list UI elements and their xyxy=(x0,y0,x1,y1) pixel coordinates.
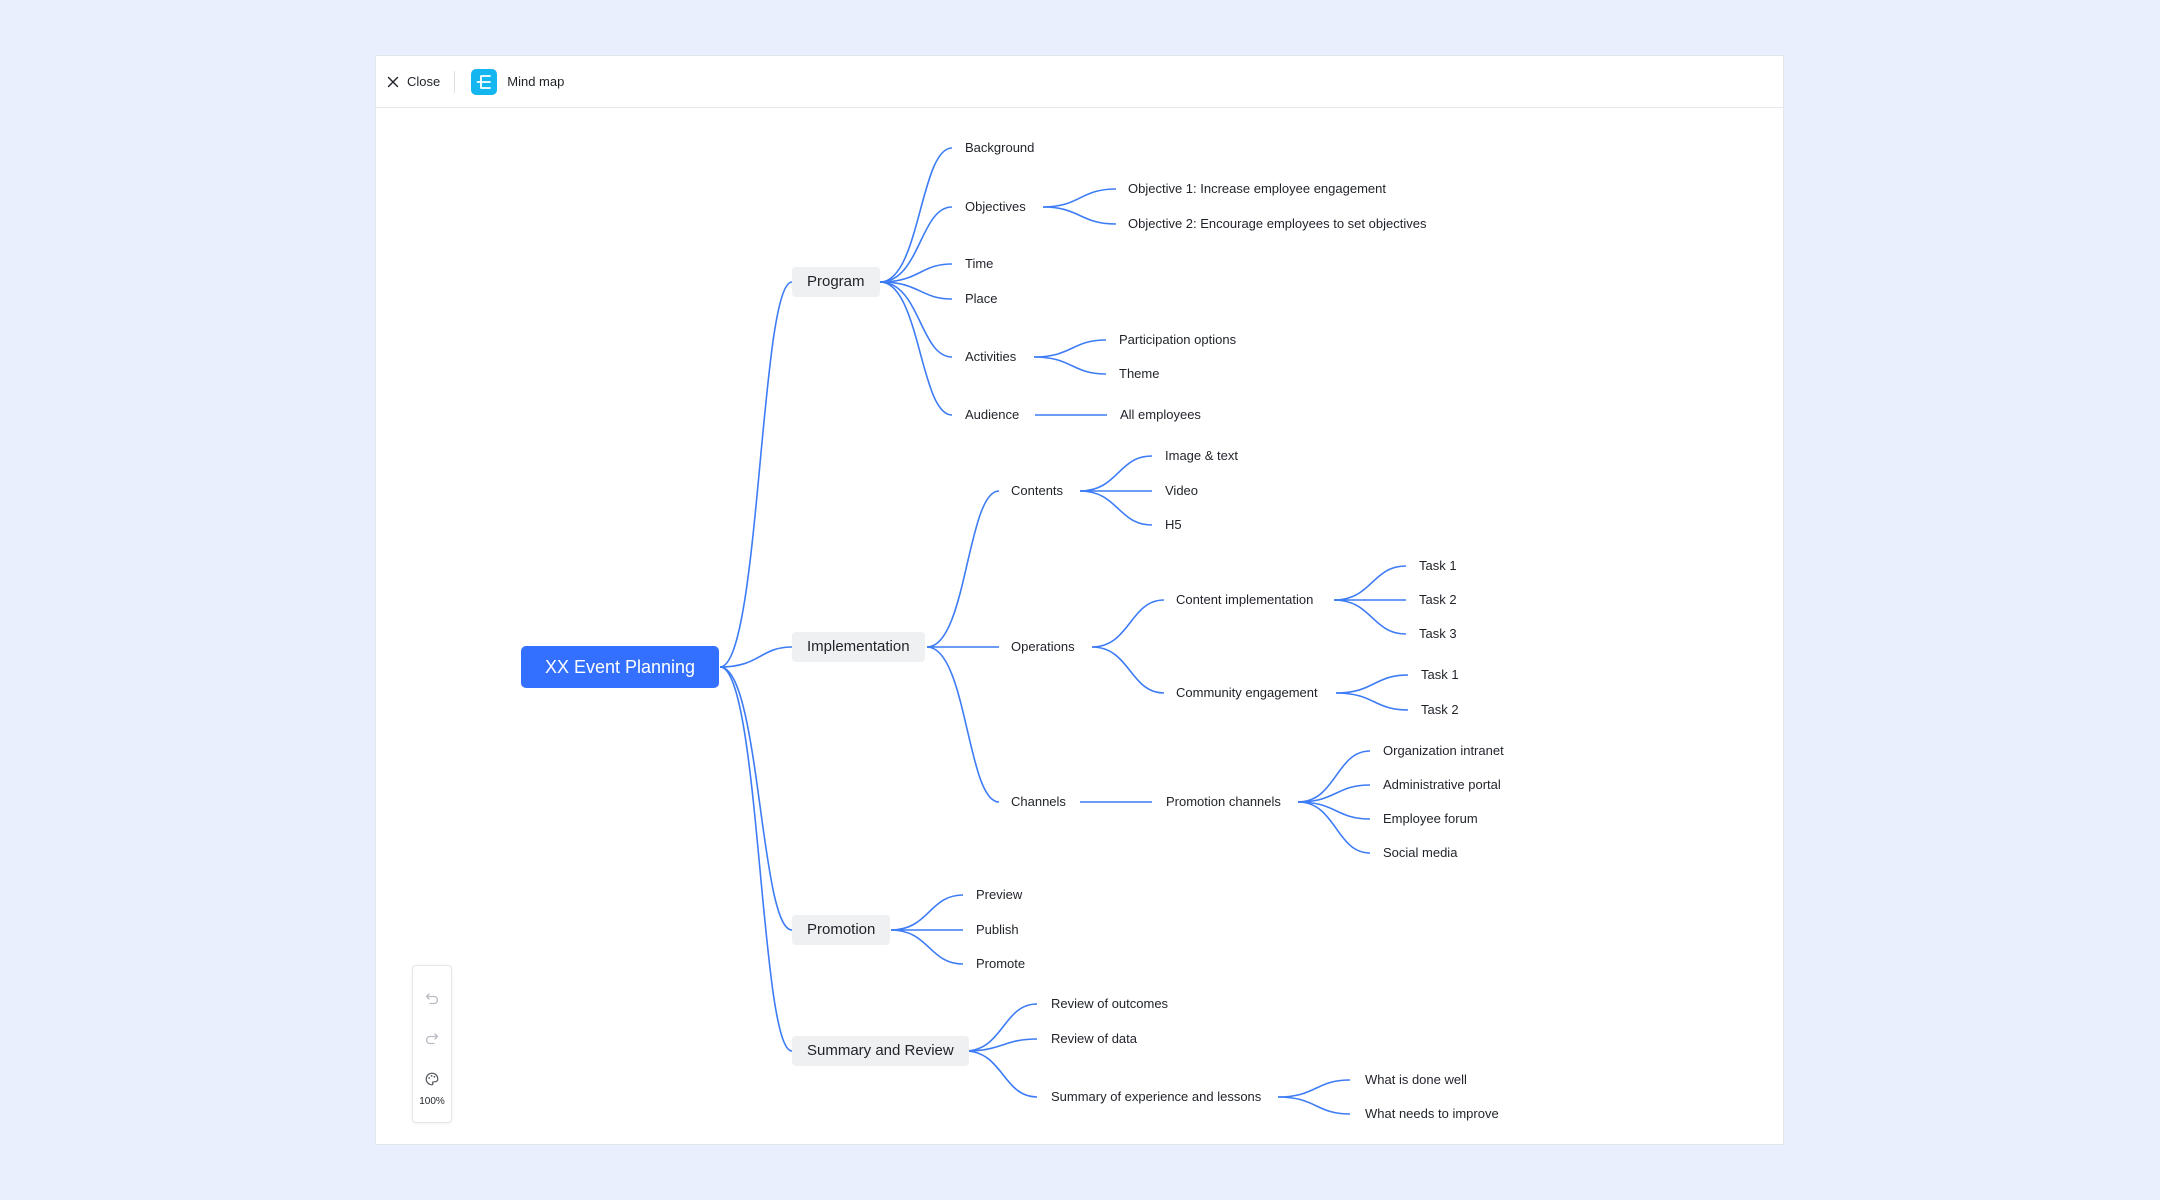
undo-icon xyxy=(425,993,439,1005)
node-video[interactable]: Video xyxy=(1165,483,1199,498)
close-label: Close xyxy=(407,74,441,89)
top-bar: Close Mind map xyxy=(376,56,1783,108)
node-objective-1[interactable]: Objective 1: Increase employee engagemen… xyxy=(1128,181,1386,196)
node-summary-lessons[interactable]: Summary of experience and lessons xyxy=(1051,1089,1262,1104)
node-content-implementation[interactable]: Content implementation xyxy=(1176,592,1314,607)
node-employee-forum[interactable]: Employee forum xyxy=(1383,811,1478,826)
node-channels[interactable]: Channels xyxy=(1011,794,1066,809)
node-task[interactable]: Task 1 xyxy=(1421,667,1459,682)
node-publish[interactable]: Publish xyxy=(976,922,1019,937)
node-objective-2[interactable]: Objective 2: Encourage employees to set … xyxy=(1128,216,1427,231)
divider xyxy=(454,70,456,93)
node-promotion[interactable]: Promotion xyxy=(792,915,891,945)
redo-icon xyxy=(425,1033,439,1045)
node-implementation[interactable]: Implementation xyxy=(792,632,925,662)
node-summary-review[interactable]: Summary and Review xyxy=(792,1036,969,1066)
node-social-media[interactable]: Social media xyxy=(1383,845,1458,860)
node-place[interactable]: Place xyxy=(965,291,998,306)
node-program[interactable]: Program xyxy=(792,267,880,297)
app-title: Mind map xyxy=(507,74,565,89)
node-operations[interactable]: Operations xyxy=(1011,639,1075,654)
node-theme[interactable]: Theme xyxy=(1119,366,1160,381)
node-community-engagement[interactable]: Community engagement xyxy=(1176,685,1318,700)
node-h5[interactable]: H5 xyxy=(1165,517,1182,532)
node-task[interactable]: Task 2 xyxy=(1419,592,1457,607)
node-organization-intranet[interactable]: Organization intranet xyxy=(1383,743,1504,758)
node-administrative-portal[interactable]: Administrative portal xyxy=(1383,777,1501,792)
node-time[interactable]: Time xyxy=(965,256,994,271)
style-button[interactable] xyxy=(413,1065,451,1093)
node-task[interactable]: Task 1 xyxy=(1419,558,1457,573)
node-background[interactable]: Background xyxy=(965,140,1035,155)
zoom-level[interactable]: 100% xyxy=(419,1096,445,1107)
node-objectives[interactable]: Objectives xyxy=(965,199,1026,214)
canvas-toolbar: 100% xyxy=(412,965,452,1123)
root-node[interactable]: XX Event Planning xyxy=(521,646,719,688)
node-review-outcomes[interactable]: Review of outcomes xyxy=(1051,996,1169,1011)
mindmap-window: Close Mind map xyxy=(375,55,1784,1145)
mindmap-icon xyxy=(471,68,498,95)
undo-button[interactable] xyxy=(413,984,451,1012)
redo-button[interactable] xyxy=(413,1024,451,1052)
node-contents[interactable]: Contents xyxy=(1011,483,1064,498)
node-needs-improve[interactable]: What needs to improve xyxy=(1365,1106,1499,1121)
node-image-text[interactable]: Image & text xyxy=(1165,448,1238,463)
node-preview[interactable]: Preview xyxy=(976,887,1023,902)
close-icon xyxy=(387,76,399,87)
node-promotion-channels[interactable]: Promotion channels xyxy=(1166,794,1281,809)
node-done-well[interactable]: What is done well xyxy=(1365,1072,1467,1087)
close-button[interactable]: Close xyxy=(386,67,440,97)
node-task[interactable]: Task 2 xyxy=(1421,702,1459,717)
node-audience[interactable]: Audience xyxy=(965,407,1020,422)
palette-icon xyxy=(425,1072,439,1086)
node-promote[interactable]: Promote xyxy=(976,956,1026,971)
node-participation-options[interactable]: Participation options xyxy=(1119,332,1237,347)
node-all-employees[interactable]: All employees xyxy=(1120,407,1201,422)
node-task[interactable]: Task 3 xyxy=(1419,626,1457,641)
node-activities[interactable]: Activities xyxy=(965,349,1017,364)
node-review-data[interactable]: Review of data xyxy=(1051,1031,1137,1046)
